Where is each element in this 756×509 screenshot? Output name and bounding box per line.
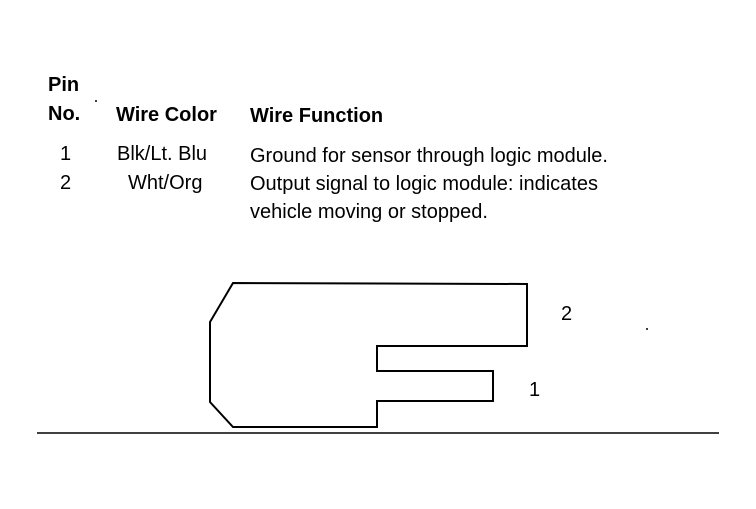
scan-speck bbox=[95, 100, 97, 102]
row-2-pin: 2 bbox=[60, 172, 72, 194]
row-2-function-line-2: vehicle moving or stopped. bbox=[250, 201, 488, 223]
header-no: No. bbox=[48, 103, 81, 125]
pin-label-2: 2 bbox=[561, 303, 572, 325]
pin-label-1: 1 bbox=[529, 379, 540, 401]
pin-function-table: Pin No. Wire Color Wire Function 1 Blk/L… bbox=[0, 0, 756, 240]
row-2-wire-color: Wht/Org bbox=[128, 172, 203, 194]
row-1-wire-color: Blk/Lt. Blu bbox=[117, 143, 208, 165]
header-wire-function: Wire Function bbox=[250, 105, 384, 127]
row-1-function: Ground for sensor through logic module. bbox=[250, 145, 608, 167]
header-pin: Pin bbox=[48, 74, 80, 96]
scan-speck bbox=[646, 328, 648, 330]
row-1-pin: 1 bbox=[60, 143, 72, 165]
connector-outline bbox=[209, 281, 528, 428]
header-wire-color: Wire Color bbox=[116, 104, 217, 126]
row-2-function-line-1: Output signal to logic module: indicates bbox=[250, 173, 598, 195]
